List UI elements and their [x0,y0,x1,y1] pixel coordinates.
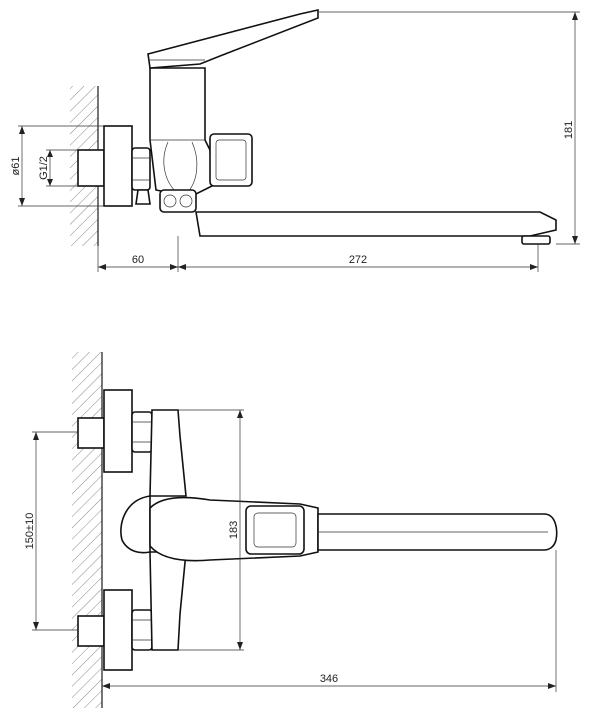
front-view: 150±10 183 346 [24,352,558,708]
dim-label-60: 60 [132,254,144,266]
eccentric-nut [131,147,151,191]
mixer-body-front [149,409,187,497]
dim-bottom-top-view: 60 272 [97,236,539,272]
mixer-body [149,67,213,195]
pipe-stub [77,149,105,187]
dim-total-length: 346 [102,550,557,692]
dim-label-thread: G1/2 [38,156,50,180]
aerator [521,235,551,245]
spout-side [195,211,557,237]
wall-hatch-bottom [72,352,102,708]
dim-label-diameter: ø61 [10,157,22,176]
diverter-button [209,133,253,187]
wall-flange [103,125,133,207]
dim-label-183: 183 [228,521,240,539]
dim-181: 181 [318,11,580,245]
dim-label-150: 150±10 [24,513,36,550]
lever-handle [147,9,319,69]
dim-center-spacing: 150±10 [24,431,78,631]
dim-label-272: 272 [349,254,367,266]
dim-flange-diameter: ø61 [10,125,104,207]
diverter-window [245,505,305,555]
dim-label-346: 346 [320,673,338,685]
cartridge-boss [120,495,151,554]
side-view: 181 ø61 G1/2 [10,9,580,272]
dim-body-height: 183 [178,409,244,651]
dim-label-181: 181 [563,121,575,139]
dim-thread: G1/2 [38,149,78,187]
